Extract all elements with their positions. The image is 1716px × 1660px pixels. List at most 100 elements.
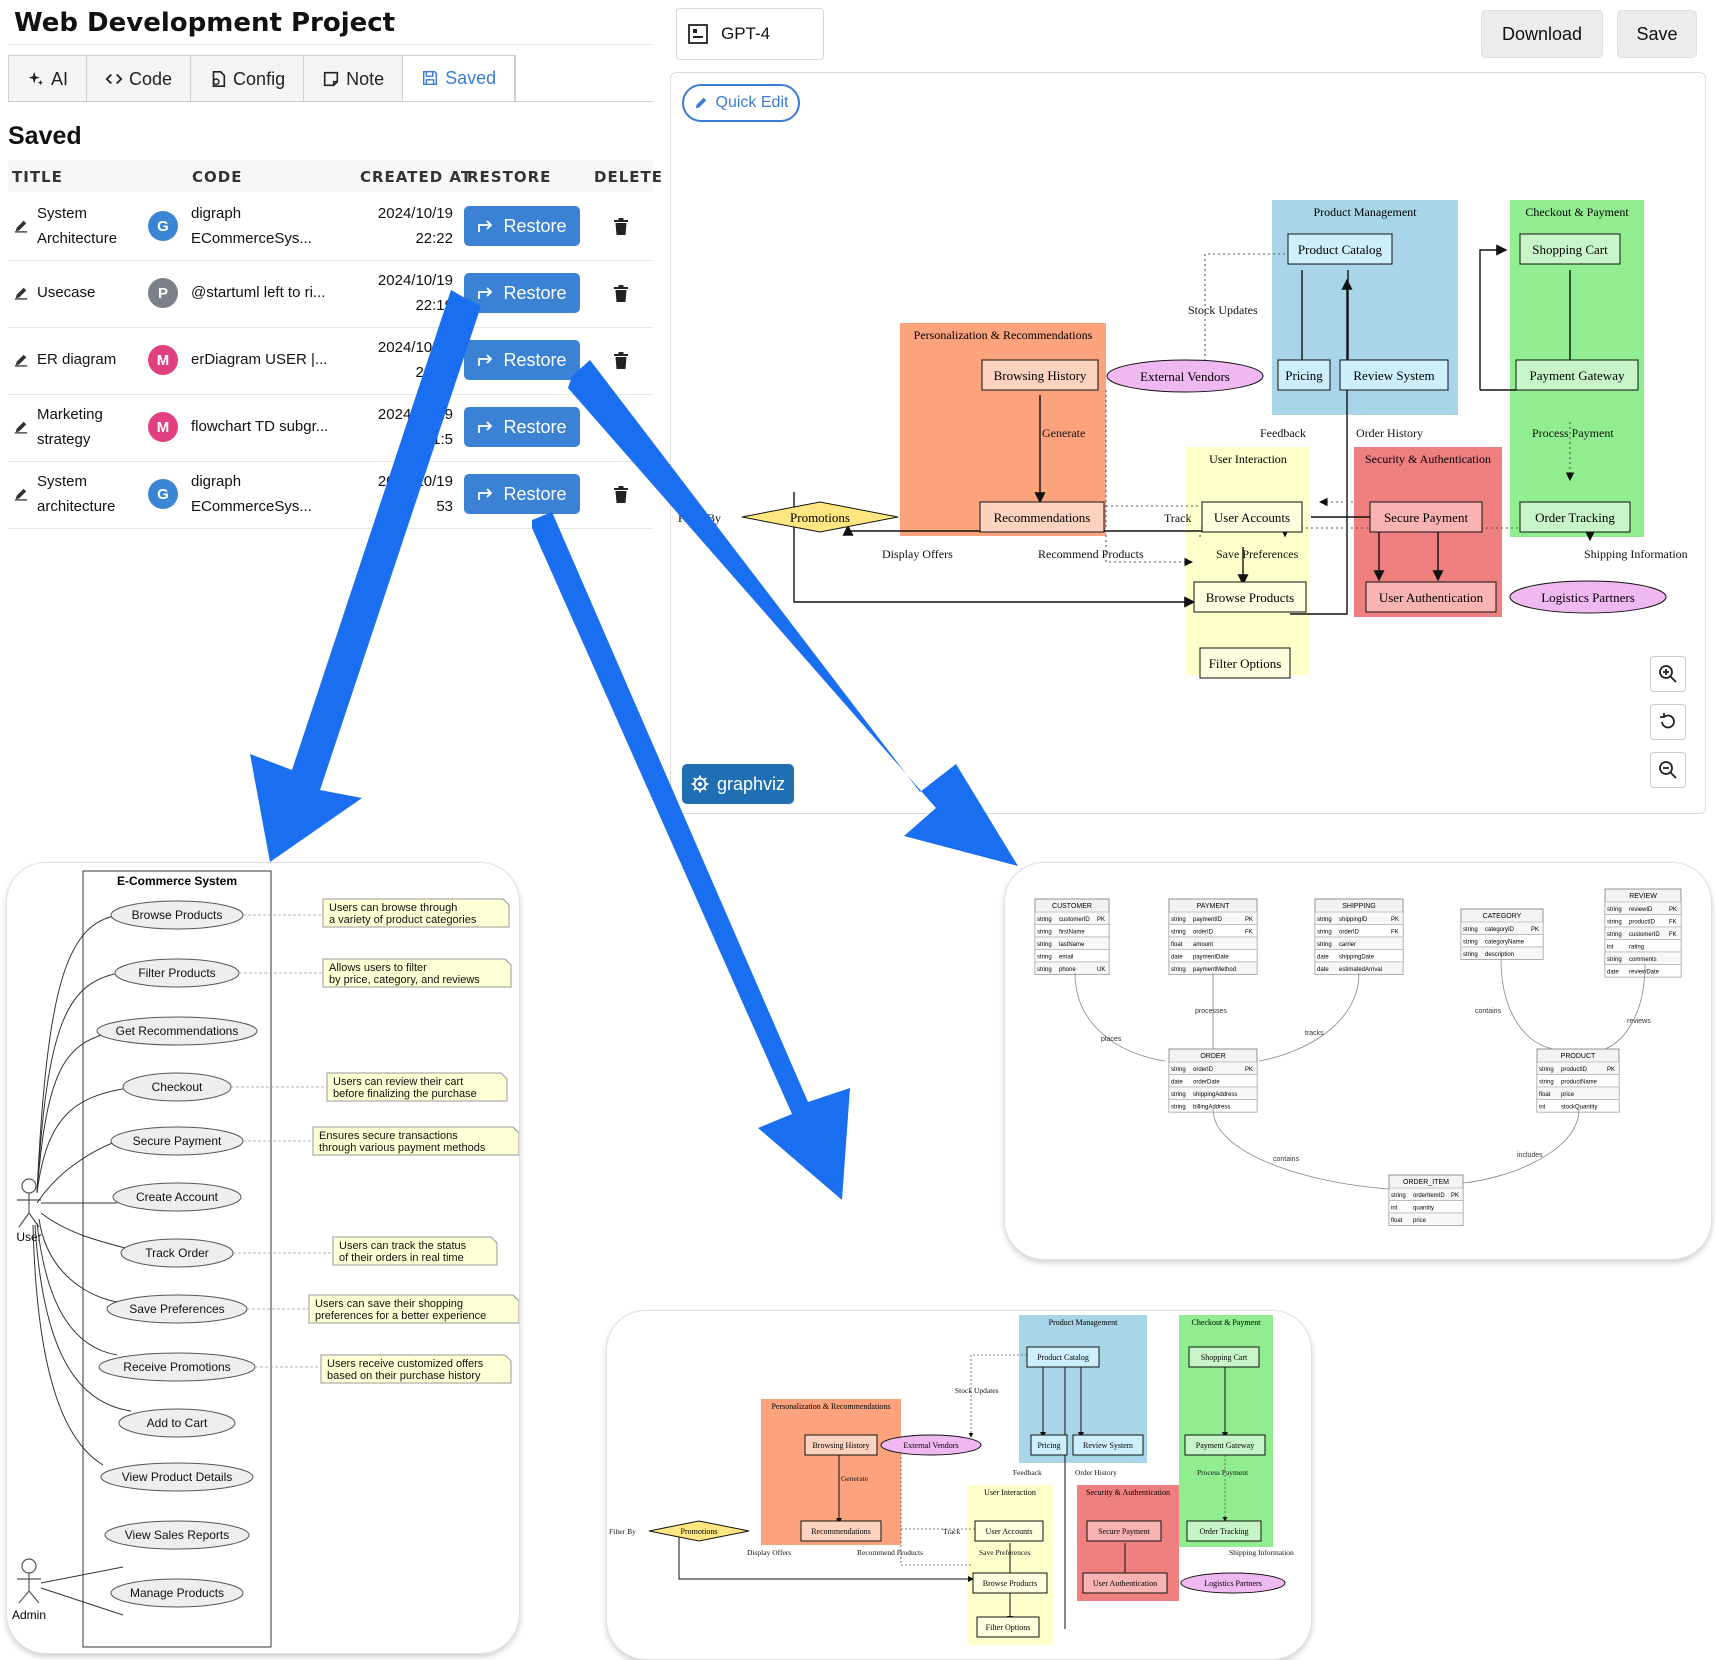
node-label: User Accounts xyxy=(986,1527,1033,1536)
edge-label: Shipping Information xyxy=(1584,547,1688,561)
edge-label: Generate xyxy=(1042,426,1085,440)
row-code: erDiagram USER |... xyxy=(191,351,328,368)
entity-field: email xyxy=(1059,955,1073,961)
entity-name: CATEGORY xyxy=(1483,913,1522,920)
usecase-card: E-Commerce System User Admin xyxy=(6,862,520,1654)
node-label: Browsing History xyxy=(994,368,1087,383)
pencil-icon[interactable] xyxy=(14,487,28,501)
node-label: Shopping Cart xyxy=(1532,242,1608,257)
edge-label: Save Preferences xyxy=(979,1548,1031,1557)
restore-label: Restore xyxy=(503,416,567,437)
save-icon xyxy=(423,70,438,86)
entity-field: string xyxy=(1037,917,1052,923)
entity-field: float xyxy=(1539,1092,1551,1098)
entity-field: string xyxy=(1607,920,1622,926)
entity-name: PAYMENT xyxy=(1197,903,1231,910)
node-review-system xyxy=(1072,1434,1144,1456)
entity-field: price xyxy=(1413,1218,1427,1224)
edge-label: Order History xyxy=(1075,1468,1117,1477)
row-code: flowchart TD subgr... xyxy=(191,418,329,435)
node-filter-options xyxy=(976,1616,1040,1638)
node-external-vendors xyxy=(880,1434,982,1456)
tab-note[interactable]: Note xyxy=(304,56,404,102)
relationship-label: includes xyxy=(1517,1152,1543,1159)
row-date: 2024/10/19 xyxy=(377,473,453,490)
usecase-label: Save Preferences xyxy=(129,1302,224,1316)
node-user-accounts xyxy=(1201,501,1303,533)
row-title: Marketing xyxy=(37,406,103,423)
entity-field: phone xyxy=(1059,967,1076,973)
tab-config[interactable]: Config xyxy=(191,56,305,102)
restore-button[interactable]: Restore xyxy=(464,273,580,313)
note xyxy=(322,898,510,928)
cluster-label: Product Management xyxy=(1314,205,1418,219)
tab-code[interactable]: Code xyxy=(87,56,192,102)
trash-icon[interactable] xyxy=(613,352,629,370)
node-label: Order Tracking xyxy=(1199,1527,1248,1536)
entity-field: date xyxy=(1171,1080,1183,1086)
edge-label: Feedback xyxy=(1260,426,1306,440)
node-label: User Accounts xyxy=(1214,510,1290,525)
cluster-label: Checkout & Payment xyxy=(1525,205,1629,219)
sparkle-icon xyxy=(28,71,44,86)
zoom-in-button[interactable] xyxy=(1650,656,1686,692)
note xyxy=(332,1236,498,1266)
edge-label: Recommend Products xyxy=(1038,547,1144,561)
node-label: Browse Products xyxy=(983,1579,1037,1588)
pencil-icon[interactable] xyxy=(14,219,28,233)
row-date: 2024/10/19 xyxy=(377,272,453,289)
entity-field: comments xyxy=(1629,957,1657,963)
zoom-out-button[interactable] xyxy=(1650,752,1686,788)
edge-label: Filter By xyxy=(609,1527,636,1536)
tab-ai[interactable]: AI xyxy=(9,56,88,102)
model-selector[interactable]: GPT-4 xyxy=(676,8,824,60)
node-label: User Authentication xyxy=(1379,590,1484,605)
entity-field: date xyxy=(1171,955,1183,961)
graphviz-button[interactable]: graphviz xyxy=(682,764,794,804)
note-text: Ensures secure transactions xyxy=(319,1130,458,1142)
node-label: Product Catalog xyxy=(1298,242,1383,257)
cluster-label: User Interaction xyxy=(1209,452,1287,466)
note-text: of their orders in real time xyxy=(339,1252,464,1264)
entity-field: string xyxy=(1607,957,1622,963)
row-date: 2024/10/19 xyxy=(377,406,453,423)
reset-zoom-button[interactable] xyxy=(1650,704,1686,740)
restore-label: Restore xyxy=(503,483,567,504)
entity-field: description xyxy=(1485,952,1514,958)
entity-field: amount xyxy=(1193,942,1213,948)
entity-field: string xyxy=(1171,930,1186,936)
row-title: strategy xyxy=(37,431,91,448)
entity-field: PK xyxy=(1245,917,1253,923)
quick-edit-button[interactable]: Quick Edit xyxy=(682,84,800,122)
entity-field: date xyxy=(1607,970,1619,976)
node-secure-payment xyxy=(1369,501,1483,533)
restore-button[interactable]: Restore xyxy=(464,407,580,447)
note xyxy=(312,1126,519,1156)
tab-saved[interactable]: Saved xyxy=(403,56,516,102)
column-header-restore: RESTORE xyxy=(467,168,552,186)
pencil-icon[interactable] xyxy=(14,353,28,367)
download-button[interactable]: Download xyxy=(1481,10,1603,58)
restore-button[interactable]: Restore xyxy=(464,474,580,514)
trash-icon[interactable] xyxy=(613,486,629,504)
save-button[interactable]: Save xyxy=(1617,10,1697,58)
reset-icon xyxy=(1660,713,1675,729)
restore-label: Restore xyxy=(503,349,567,370)
row-code: digraph xyxy=(191,205,242,222)
entity-field: string xyxy=(1463,940,1478,946)
row-title: System xyxy=(37,473,88,490)
trash-icon[interactable] xyxy=(613,218,629,236)
relationship-label: contains xyxy=(1475,1008,1502,1015)
entity-field: categoryID xyxy=(1485,927,1515,933)
pencil-icon[interactable] xyxy=(14,420,28,434)
trash-icon[interactable] xyxy=(613,285,629,303)
usecase-diagram: E-Commerce System User Admin xyxy=(12,870,519,1648)
restore-button[interactable]: Restore xyxy=(464,340,580,380)
entity-field: FK xyxy=(1391,930,1399,936)
usecase-label: Secure Payment xyxy=(133,1134,222,1148)
pencil-icon[interactable] xyxy=(14,286,28,300)
restore-button[interactable]: Restore xyxy=(464,206,580,246)
